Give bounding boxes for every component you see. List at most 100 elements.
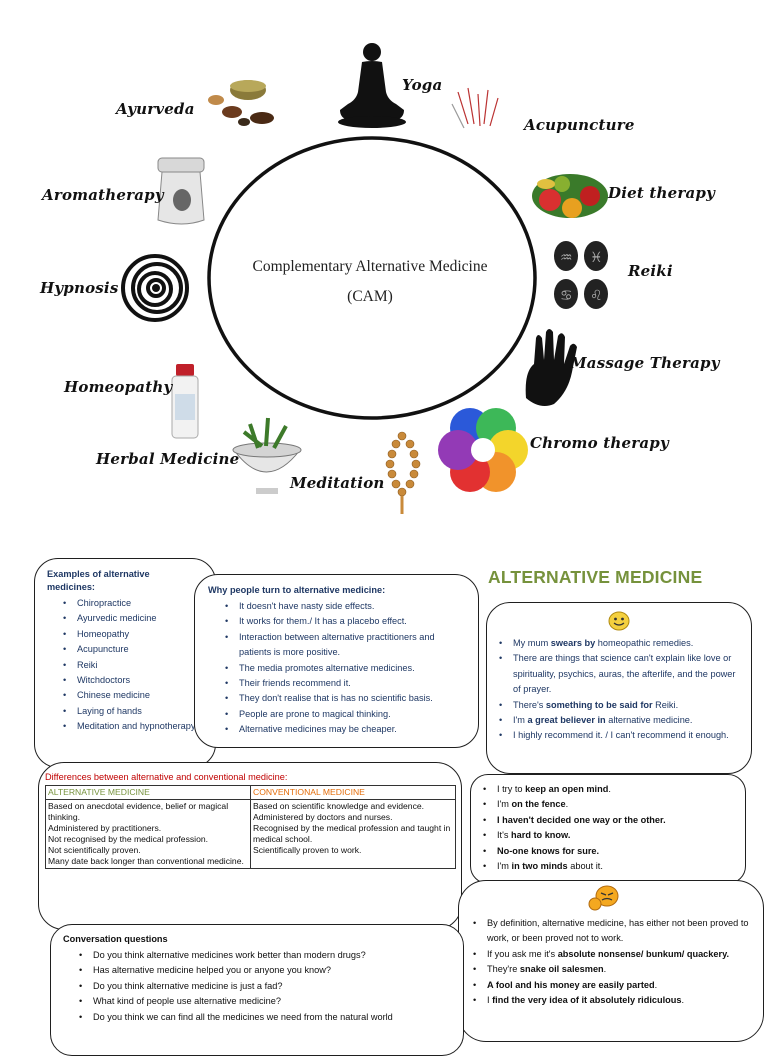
positive-phrase-post: alternative medicine. xyxy=(605,715,693,726)
question-item: Do you think alternative medicines work … xyxy=(77,948,463,964)
label-massage-therapy: Massage Therapy xyxy=(570,354,720,372)
neutral-phrase: No-one knows for sure. xyxy=(481,844,739,860)
negative-phrase: By definition, alternative medicine, has… xyxy=(471,916,753,947)
positive-phrase: I highly recommend it. / I can't recomme… xyxy=(497,728,741,744)
example-item: Meditation and hypnotherapy xyxy=(61,719,215,735)
neutral-phrase-post: about it. xyxy=(567,861,603,872)
svg-text:♓: ♓ xyxy=(590,250,603,266)
cam-diagram-art: ♒ ♓ ♋ ♌ xyxy=(121,43,608,514)
col-conventional-header: CONVENTIONAL MEDICINE xyxy=(250,785,456,800)
center-title-line1: Complementary Alternative Medicine xyxy=(252,258,488,275)
example-item: Witchdoctors xyxy=(61,673,215,689)
reason-item: Their friends recommend it. xyxy=(223,676,468,692)
negative-phrase-post: . xyxy=(681,995,685,1006)
col-alternative-header: ALTERNATIVE MEDICINE xyxy=(45,785,251,800)
label-reiki: Reiki xyxy=(628,262,673,280)
massage-hand-icon xyxy=(525,329,577,406)
aromatherapy-icon xyxy=(157,157,205,225)
center-title-line2: (CAM) xyxy=(347,288,393,305)
example-item: Laying of hands xyxy=(61,704,215,720)
neutral-phrase: I haven't decided one way or the other. xyxy=(481,813,739,829)
positive-phrases-box: My mum swears by homeopathic remedies.Th… xyxy=(486,602,752,774)
chromo-therapy-icon xyxy=(438,408,528,492)
neutral-phrase: It's hard to know. xyxy=(481,828,739,844)
positive-phrase: My mum swears by homeopathic remedies. xyxy=(497,636,741,652)
table-cell-line: Administered by practitioners. xyxy=(48,823,162,833)
negative-phrase: A fool and his money are easily parted. xyxy=(471,978,753,994)
svg-text:♋: ♋ xyxy=(560,288,573,304)
neutral-phrase-bold: keep an open mind xyxy=(525,784,609,794)
neutral-phrase-pre: I'm xyxy=(497,861,512,872)
neutral-list: I try to keep an open mind.I'm on the fe… xyxy=(471,775,745,875)
label-herbal-medicine: Herbal Medicine xyxy=(96,450,240,468)
meditation-mala-icon xyxy=(385,431,421,514)
negative-phrase-pre: They're xyxy=(487,964,520,975)
label-homeopathy: Homeopathy xyxy=(64,378,173,396)
neutral-phrase-pre: I'm xyxy=(497,799,512,810)
negative-list: By definition, alternative medicine, has… xyxy=(459,916,763,1009)
question-item: Do you think we can find all the medicin… xyxy=(77,1010,463,1026)
question-item: Do you think alternative medicine is jus… xyxy=(77,979,463,995)
negative-phrase-pre: I xyxy=(487,995,493,1006)
example-item: Acupuncture xyxy=(61,642,215,658)
svg-text:♒: ♒ xyxy=(560,250,573,266)
positive-phrase-bold: swears by xyxy=(550,638,596,648)
neutral-phrase-bold: in two minds xyxy=(511,861,568,872)
label-diet-therapy: Diet therapy xyxy=(608,184,716,202)
hypnosis-spiral-icon xyxy=(121,254,189,322)
neutral-phrase-post: . xyxy=(565,799,569,810)
neutral-phrase-bold: I haven't decided one way or the other. xyxy=(497,814,666,825)
yoga-figure-icon xyxy=(338,43,406,128)
diet-therapy-icon xyxy=(532,174,608,218)
table-cell-line: Not recognised by the medical profession… xyxy=(48,834,209,844)
table-cell-line: Not scientifically proven. xyxy=(48,845,141,855)
label-ayurveda: Ayurveda xyxy=(116,100,195,118)
ayurveda-icon xyxy=(208,80,274,126)
reason-item: It doesn't have nasty side effects. xyxy=(223,599,468,615)
negative-phrase-pre: By definition, alternative medicine, has… xyxy=(487,918,749,944)
positive-phrase: I'm a great believer in alternative medi… xyxy=(497,713,741,729)
reason-item: Alternative medicines may be cheaper. xyxy=(223,722,468,738)
positive-phrase-pre: My mum xyxy=(513,638,551,648)
positive-phrase-pre: There's xyxy=(513,699,546,710)
label-aromatherapy: Aromatherapy xyxy=(42,186,164,204)
positive-phrase: There's something to be said for Reiki. xyxy=(497,698,741,714)
positive-phrase-pre: I'm xyxy=(513,715,528,726)
neutral-phrase-pre: I try to xyxy=(497,784,526,794)
negative-phrase-post: . xyxy=(603,964,607,975)
conversation-list: Do you think alternative medicines work … xyxy=(63,948,463,1025)
center-circle xyxy=(207,136,537,420)
example-item: Chiropractice xyxy=(61,596,215,612)
negative-phrase-bold: absolute nonsense/ bunkum/ quackery. xyxy=(557,948,730,959)
negative-phrase: They're snake oil salesmen. xyxy=(471,962,753,978)
negative-phrase-bold: find the very idea of it absolutely ridi… xyxy=(492,995,682,1006)
examples-box: Examples of alternative medicines: Chiro… xyxy=(34,558,216,768)
examples-title: Examples of alternative medicines: xyxy=(47,569,150,592)
svg-text:♌: ♌ xyxy=(590,288,603,304)
example-item: Chinese medicine xyxy=(61,688,215,704)
why-box: Why people turn to alternative medicine:… xyxy=(194,574,479,748)
question-item: What kind of people use alternative medi… xyxy=(77,994,463,1010)
herbal-mortar-icon xyxy=(232,417,302,494)
negative-phrase: If you ask me it's absolute nonsense/ bu… xyxy=(471,947,753,963)
reason-item: The media promotes alternative medicines… xyxy=(223,661,468,677)
neutral-phrase-bold: No-one knows for sure. xyxy=(497,845,600,856)
center-title: Complementary Alternative Medicine (CAM) xyxy=(205,252,535,312)
neutral-phrases-box: I try to keep an open mind.I'm on the fe… xyxy=(470,774,746,884)
page-heading: ALTERNATIVE MEDICINE xyxy=(488,567,703,587)
why-title: Why people turn to alternative medicine: xyxy=(208,585,386,595)
acupuncture-icon xyxy=(451,87,499,129)
table-cell-line: Administered by doctors and nurses. xyxy=(253,812,393,822)
alternative-cell: Based on anecdotal evidence, belief or m… xyxy=(45,799,251,869)
neutral-phrase: I try to keep an open mind. xyxy=(481,782,739,798)
label-meditation: Meditation xyxy=(290,474,385,492)
reiki-stones-icon: ♒ ♓ ♋ ♌ xyxy=(554,241,608,309)
happy-smiley-icon xyxy=(487,611,751,636)
positive-phrase: There are things that science can't expl… xyxy=(497,651,741,697)
positive-list: My mum swears by homeopathic remedies.Th… xyxy=(487,636,751,744)
positive-phrase-bold: a great believer in xyxy=(527,715,606,726)
negative-phrase: I find the very idea of it absolutely ri… xyxy=(471,993,753,1009)
table-cell-line: Based on anecdotal evidence, belief or m… xyxy=(48,801,229,822)
neutral-phrase-pre: It's xyxy=(497,830,512,841)
positive-phrase-pre: There are things that science can't expl… xyxy=(513,653,736,695)
